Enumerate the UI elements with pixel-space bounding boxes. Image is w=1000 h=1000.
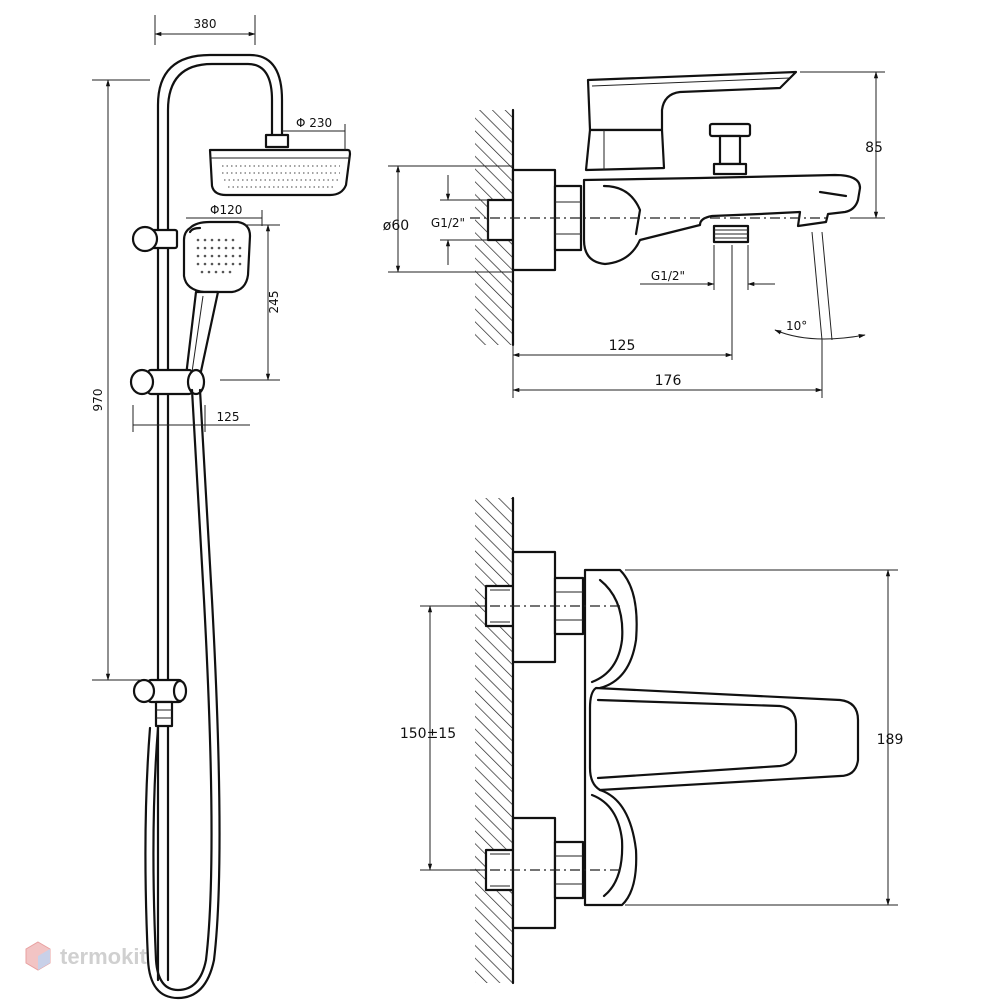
dim-hand-diameter: Φ120 (210, 203, 242, 217)
shower-set-view (129, 53, 352, 1000)
dim-380: 380 (194, 17, 217, 31)
dim-125: 125 (609, 338, 636, 354)
dim-189: 189 (877, 732, 904, 748)
front-dimensions: 150±15 189 (400, 569, 904, 906)
dim-60: ø60 (383, 218, 409, 234)
watermark-text: termokit (60, 944, 147, 969)
dim-970: 970 (91, 389, 105, 412)
dim-head-diameter: Φ 230 (296, 116, 332, 130)
dim-85: 85 (865, 140, 883, 156)
side-view (470, 70, 862, 347)
dim-176: 176 (655, 373, 682, 389)
dim-g12-inlet: G1/2" (431, 216, 465, 230)
dim-125-left: 125 (217, 410, 240, 424)
dim-150: 150±15 (400, 726, 456, 742)
dim-angle: 10° (786, 319, 807, 333)
head-shower (208, 148, 352, 197)
front-view (470, 496, 860, 985)
watermark: termokit (25, 941, 147, 971)
left-dimensions: 380 Φ 230 Φ120 245 970 125 (91, 15, 346, 681)
side-dimensions: 85 ø60 G1/2" G1/2" 10° 125 176 (383, 71, 885, 398)
dim-245: 245 (267, 291, 281, 314)
hand-shower (182, 220, 252, 378)
dim-g12-outlet: G1/2" (651, 269, 685, 283)
